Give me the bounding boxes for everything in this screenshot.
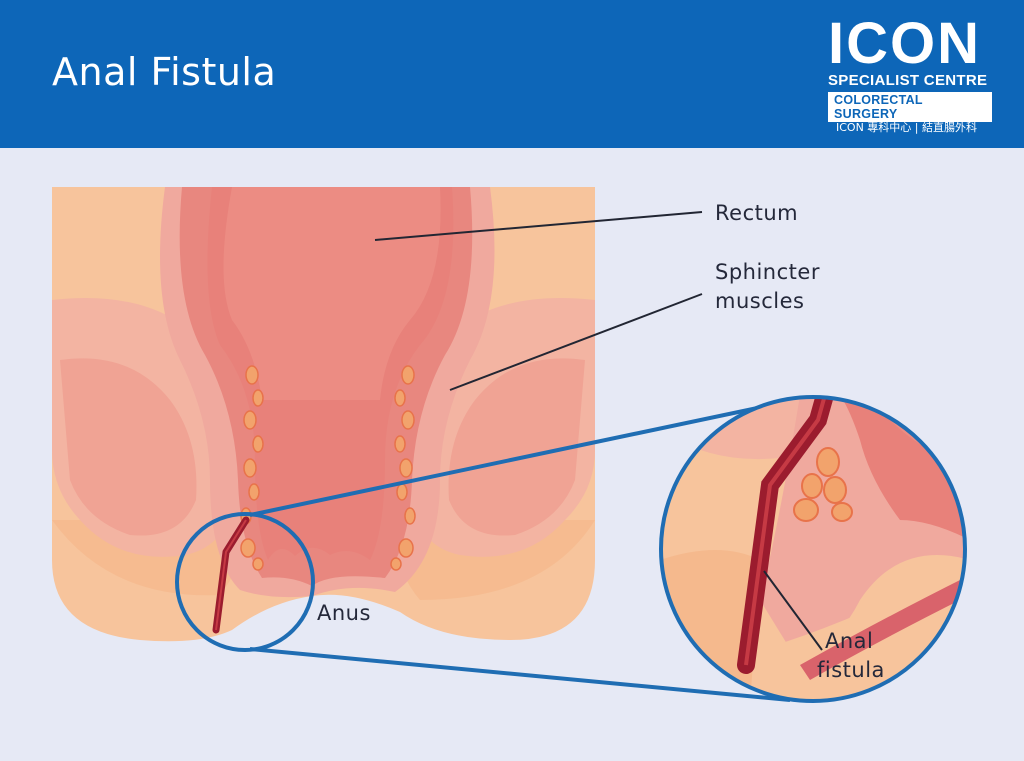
anus-label-text: Anus — [317, 601, 371, 625]
logo-subtitle: SPECIALIST CENTRE — [828, 72, 988, 89]
logo-word: ICON — [828, 11, 981, 76]
logo-chinese: ICON 專科中心 | 結直腸外科 — [836, 121, 978, 134]
detail-circle — [175, 512, 315, 652]
sphincter-pointer — [449, 293, 703, 391]
fistula-pointer — [763, 570, 823, 651]
rectum-label-text: Rectum — [715, 201, 799, 225]
fistula-label-line2: fistula — [817, 658, 885, 682]
icon-logo: ICON SPECIALIST CENTRE COLORECTAL SURGER… — [828, 11, 992, 122]
left-gland-cluster — [240, 365, 264, 571]
logo-tag: COLORECTAL SURGERY — [828, 92, 992, 122]
page-title: Anal Fistula — [52, 50, 277, 94]
fistula-label-line1: Anal — [825, 629, 874, 653]
sphincter-label-line1: Sphincter — [715, 260, 820, 284]
fistula-label: Anal fistula — [817, 627, 885, 685]
cross-section — [52, 187, 595, 652]
right-gland-cluster — [390, 365, 416, 571]
zoom-view — [659, 395, 967, 703]
sphincter-label-line2: muscles — [715, 289, 805, 313]
rectum-pointer — [374, 211, 703, 241]
rectum-label: Rectum — [715, 199, 798, 228]
sphincter-label: Sphincter muscles — [715, 258, 820, 316]
header-bar: Anal Fistula — [0, 0, 1024, 148]
anus-label: Anus — [317, 599, 371, 628]
zoom-circle — [659, 395, 967, 703]
